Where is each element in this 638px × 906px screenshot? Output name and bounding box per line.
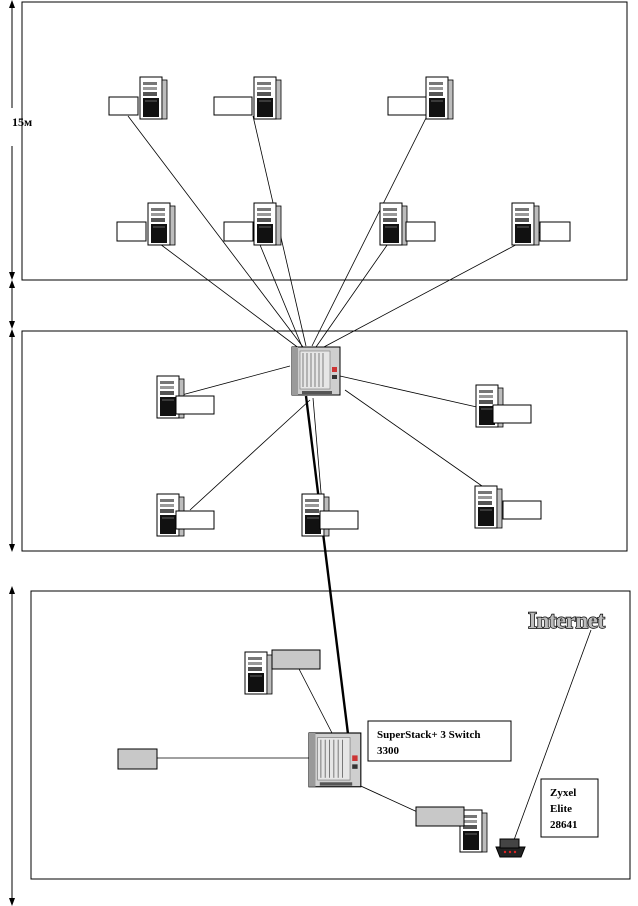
modem-label: Zyxel Elite 28641 (540, 778, 599, 838)
pc-middle-5 (474, 485, 542, 529)
server-ground-1 (244, 649, 321, 695)
pc-middle-3 (156, 493, 215, 537)
cables-top-floor (127, 115, 541, 350)
modem-label-line3: 28641 (550, 819, 578, 831)
pc-top-1 (108, 76, 168, 120)
pc-top-7 (511, 202, 571, 246)
workstation-ground-left (117, 748, 158, 770)
main-switch (308, 732, 362, 788)
pc-middle-1 (156, 375, 215, 419)
pc-top-6 (379, 202, 436, 246)
pc-top-4 (116, 202, 176, 246)
modem-label-line1: Zyxel (550, 787, 576, 799)
switch-label-line1: SuperStack+ 3 Switch (377, 729, 480, 741)
pc-middle-4 (301, 493, 359, 537)
switch-label-line2: 3300 (377, 745, 400, 757)
cables-ground-floor (157, 629, 592, 841)
dimension-arrows: 15м (9, 0, 43, 906)
pc-top-5 (223, 202, 282, 246)
hub-middle-floor (291, 346, 341, 396)
modem-label-line2: Elite (550, 803, 572, 815)
backbone-cable (304, 395, 350, 735)
pc-top-2 (213, 76, 282, 120)
switch-label: SuperStack+ 3 Switch 3300 (367, 720, 512, 762)
server-ground-2 (415, 806, 488, 853)
internet-logo: Internet (528, 608, 605, 633)
pc-top-3 (387, 76, 454, 120)
floor-3-room (21, 1, 628, 281)
modem-icon (495, 838, 526, 858)
pc-middle-2 (475, 384, 532, 428)
cables-middle-floor (177, 365, 503, 517)
